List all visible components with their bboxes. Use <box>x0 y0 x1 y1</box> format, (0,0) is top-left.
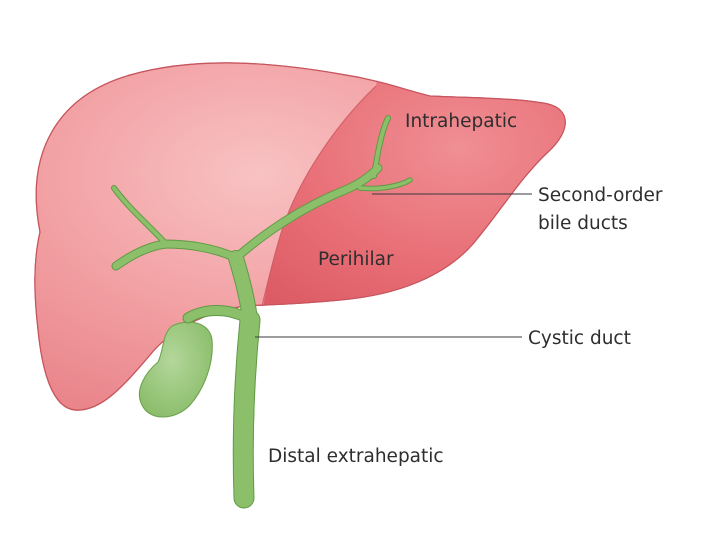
cystic-duct <box>188 311 247 319</box>
liver <box>35 60 620 410</box>
label-perihilar: Perihilar <box>318 249 394 270</box>
label-cystic-duct: Cystic duct <box>528 328 631 349</box>
common-bile-duct <box>243 320 250 498</box>
label-second-order-line2: bile ducts <box>538 213 628 234</box>
label-second-order-line1: Second-order <box>538 185 663 206</box>
label-distal-extrahepatic: Distal extrahepatic <box>268 446 444 467</box>
label-intrahepatic: Intrahepatic <box>405 111 517 132</box>
